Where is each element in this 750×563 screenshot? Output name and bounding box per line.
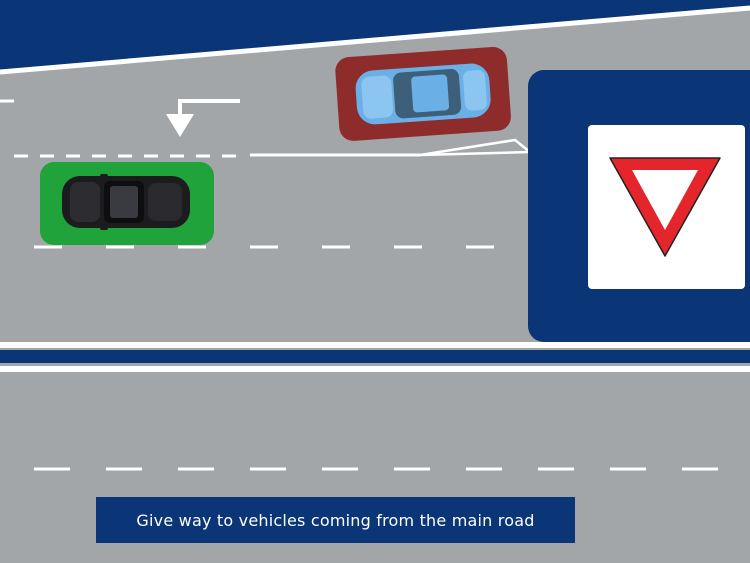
caption-banner: Give way to vehicles coming from the mai…	[96, 497, 575, 543]
red-highlighted-blue-car	[335, 46, 511, 141]
divider-band	[0, 350, 750, 363]
turn-arrow	[166, 99, 240, 137]
blue-car	[355, 63, 491, 125]
give-way-sign-panel	[528, 70, 750, 342]
merge-chevron	[419, 138, 534, 157]
green-highlighted-black-car	[40, 162, 214, 245]
give-way-sign-icon	[609, 157, 721, 257]
divider-upper-line	[0, 342, 750, 348]
top-kerb-line	[0, 5, 750, 75]
black-car	[62, 174, 190, 230]
divider-lower-line	[0, 366, 750, 372]
